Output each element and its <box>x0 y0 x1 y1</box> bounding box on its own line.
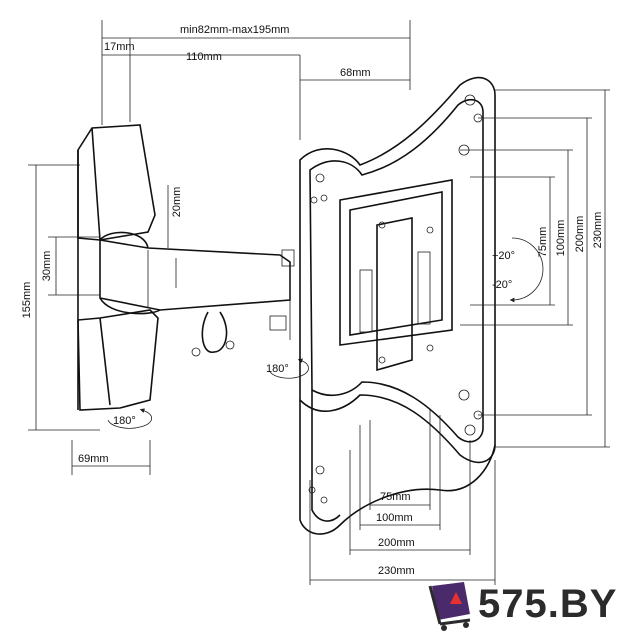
hooks <box>191 311 235 357</box>
left-dimension-lines <box>28 164 169 475</box>
bottom-dimension-lines <box>309 410 496 585</box>
rotation-arrow-wall <box>107 408 153 429</box>
arm-bracket <box>269 249 295 340</box>
vesa-plate <box>299 76 496 464</box>
swing-arm <box>99 231 291 315</box>
vesa-plate-lower <box>299 390 496 535</box>
dim-vesa-vertical-100: 100mm <box>555 220 567 257</box>
dim-vesa-vertical-75: 75mm <box>537 227 549 258</box>
dim-top-left: 17mm <box>104 41 135 53</box>
right-dimension-lines <box>460 89 610 448</box>
shopping-cart-icon <box>428 582 471 631</box>
dim-vesa-horizontal-200: 200mm <box>378 537 415 549</box>
dim-vesa-vertical-200: 200mm <box>574 216 586 253</box>
dim-arm-height: 20mm <box>171 187 183 218</box>
dim-vesa-vertical-230: 230mm <box>592 212 604 249</box>
rotation-arrow-tilt <box>509 237 544 303</box>
dim-arm-thickness: 30mm <box>41 251 53 282</box>
dim-top-middle: 110mm <box>186 51 222 63</box>
brand-watermark: 575.BY <box>426 578 616 634</box>
dim-vesa-horizontal-100: 100mm <box>376 512 413 524</box>
rotation-arrow-arm <box>269 358 309 379</box>
dim-top-range: min82mm-max195mm <box>180 24 289 36</box>
vesa-holes <box>308 94 483 504</box>
brand-text: 575.BY <box>478 582 618 626</box>
dim-top-right: 68mm <box>340 67 371 79</box>
angle-swivel-wall: 180° <box>113 415 136 427</box>
wall-plate <box>77 124 159 411</box>
angle-swivel-arm: 180° <box>266 363 289 375</box>
dim-vesa-horizontal-230: 230mm <box>378 565 415 577</box>
angle-tilt-down: -20° <box>492 279 512 291</box>
dim-wall-plate-width: 69mm <box>78 453 109 465</box>
top-dimension-lines <box>101 20 411 140</box>
angle-tilt-up: +20° <box>492 250 515 262</box>
dim-wall-plate-height: 155mm <box>21 282 33 319</box>
dim-vesa-horizontal-75: 75mm <box>380 491 411 503</box>
